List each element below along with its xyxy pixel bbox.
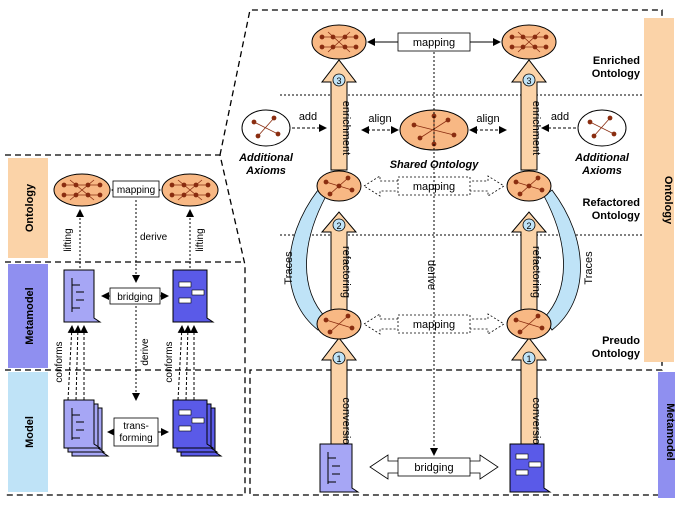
right-metamodel-doc-2	[509, 443, 552, 493]
additional-axioms-cloud-right	[577, 109, 627, 147]
mapping-mid-label: mapping	[413, 181, 455, 193]
left-derive-label-2: derive	[140, 338, 151, 366]
enrichment-label-left: enrichment	[340, 101, 352, 155]
bridging-right-label: bridging	[414, 462, 453, 474]
mapping-top-label: mapping	[413, 37, 455, 49]
step-3-right: 3	[526, 76, 531, 86]
derive-label-right: derive	[425, 260, 437, 290]
traces-curve-left	[289, 189, 327, 331]
band-right-ontology	[644, 18, 674, 362]
left-bridging-label: bridging	[117, 292, 153, 303]
left-derive-label-1: derive	[140, 232, 168, 243]
enriched-cloud-left	[311, 24, 367, 60]
left-metamodel-doc-2	[172, 269, 215, 323]
refactored-cloud-right	[506, 170, 552, 202]
preudo-label-2: Ontology	[592, 348, 641, 360]
band-right-metamodel	[658, 372, 675, 498]
conversion-label-left: conversion	[340, 397, 352, 450]
enriched-cloud-right	[501, 24, 557, 60]
additional-label-2-left: Axioms	[245, 165, 286, 177]
additional-axioms-cloud-left	[241, 109, 291, 147]
band-right-ontology-label: Ontology	[662, 176, 674, 225]
left-ontology-cloud-2	[161, 173, 219, 207]
left-model-docs-2	[172, 399, 223, 457]
left-panel: Ontology Metamodel Model mapping	[5, 154, 246, 496]
step-1-right: 1	[526, 354, 531, 364]
left-conforms-label-1: conforms	[54, 341, 65, 382]
left-ontology-cloud-1	[53, 173, 111, 207]
additional-label-1-right: Additional	[574, 152, 630, 164]
add-label-right: add	[551, 111, 569, 123]
band-model	[8, 372, 48, 492]
additional-label-1-left: Additional	[238, 152, 294, 164]
left-transforming-label-2: forming	[119, 433, 152, 444]
band-ontology	[8, 158, 48, 258]
right-column-arrow	[510, 59, 548, 471]
enriched-label-2: Ontology	[592, 68, 641, 80]
band-metamodel	[8, 264, 48, 368]
preudo-cloud-left	[316, 308, 362, 340]
traces-label-left: Traces	[283, 251, 295, 285]
enriched-label-1: Enriched	[593, 55, 640, 67]
band-model-label: Model	[24, 416, 36, 448]
additional-label-2-right: Axioms	[581, 165, 622, 177]
left-lifting-label-1: lifting	[63, 228, 74, 251]
add-label-left: add	[299, 111, 317, 123]
refactored-label-1: Refactored	[583, 197, 640, 209]
refactoring-label-right: refactoring	[530, 246, 542, 298]
step-2-right: 2	[526, 221, 531, 231]
step-1-left: 1	[336, 354, 341, 364]
right-metamodel-doc-1	[319, 443, 360, 493]
refactoring-label-left: refactoring	[340, 246, 352, 298]
traces-label-right: Traces	[583, 251, 595, 285]
left-lifting-label-2: lifting	[195, 228, 206, 251]
refactored-label-2: Ontology	[592, 210, 641, 222]
step-circles	[332, 73, 536, 365]
left-transforming-label-1: trans-	[123, 421, 149, 432]
preudo-label-1: Preudo	[602, 335, 640, 347]
step-2-left: 2	[336, 221, 341, 231]
left-metamodel-doc-1	[63, 269, 102, 323]
traces-curve-right	[543, 189, 581, 331]
right-panel: Ontology Metamodel Enriched Ontology Ref…	[219, 9, 675, 498]
left-model-docs-1	[63, 399, 110, 457]
band-ontology-label: Ontology	[24, 183, 36, 232]
align-label-left: align	[368, 113, 391, 125]
band-right-metamodel-label: Metamodel	[664, 403, 675, 460]
preudo-cloud-right	[506, 308, 552, 340]
step-3-left: 3	[336, 76, 341, 86]
conversion-label-right: conversion	[530, 397, 542, 450]
left-mapping-label: mapping	[117, 185, 155, 196]
enrichment-label-right: enrichment	[530, 101, 542, 155]
refactored-cloud-left	[316, 170, 362, 202]
align-label-right: align	[476, 113, 499, 125]
band-metamodel-label: Metamodel	[24, 287, 36, 344]
left-conforms-label-2: conforms	[164, 341, 175, 382]
